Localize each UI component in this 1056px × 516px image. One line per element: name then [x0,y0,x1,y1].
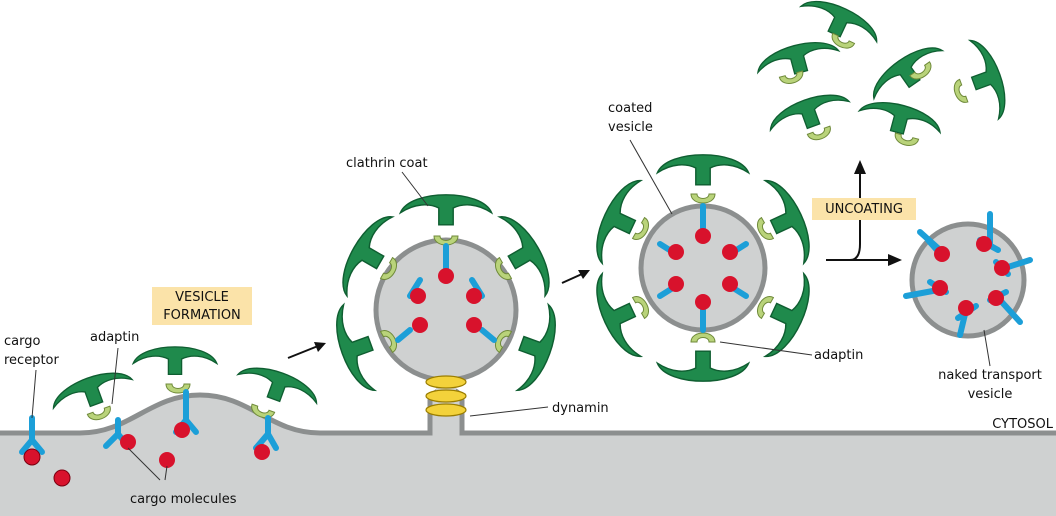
cargo-molecule [668,276,684,292]
label-cytosol: CYTOSOL [992,417,1053,432]
cargo-molecule [466,317,482,333]
label-coated-vesicle-line1: coated [608,101,652,116]
cargo-molecule [466,288,482,304]
cargo-molecule [722,276,738,292]
coated-vesicle [585,154,821,382]
budding-vesicle [326,194,566,400]
cargo-molecule [958,300,974,316]
cargo-molecule [994,260,1010,276]
cargo-molecule [254,444,270,460]
label-cargo-receptor-line2: receptor [4,353,60,368]
label-vesicle-formation-line2: FORMATION [163,308,241,323]
cargo-molecule [412,317,428,333]
label-cargo-molecules: cargo molecules [130,492,237,507]
vesicle-formation-box [152,287,252,325]
cargo-molecule [159,452,175,468]
label-vesicle-formation-line1: VESICLE [175,290,229,305]
released-clathrin-adaptin [752,0,1015,149]
dynamin-ring [425,375,467,417]
label-dynamin: dynamin [552,401,609,416]
cargo-molecule [174,422,190,438]
cargo-molecule [120,434,136,450]
cargo-molecule [976,236,992,252]
cargo-molecule [988,290,1004,306]
cargo-molecule [934,246,950,262]
leader-lines [31,139,991,481]
cargo-molecule [668,244,684,260]
naked-transport-vesicle [903,211,1033,339]
label-uncoating: UNCOATING [825,202,903,217]
label-adaptin-right: adaptin [814,348,863,363]
label-clathrin-coat: clathrin coat [346,156,428,171]
cargo-molecule [695,294,711,310]
process-arrows [287,160,902,359]
forming-coat [47,346,323,468]
label-coated-vesicle-line2: vesicle [608,120,653,135]
cargo-molecule [23,448,41,466]
cargo-molecule [932,280,948,296]
label-cargo-receptor-line1: cargo [4,334,40,349]
cargo-molecule [410,288,426,304]
uncoating-box [812,198,916,220]
label-naked-transport-vesicle-line2: vesicle [968,387,1013,402]
cargo-molecule [695,228,711,244]
cargo-receptor-free [19,415,71,487]
label-adaptin-left: adaptin [90,330,139,345]
label-naked-transport-vesicle-line1: naked transport [938,368,1042,383]
cargo-molecule [53,469,71,487]
cargo-molecule [438,268,454,284]
cargo-molecule [722,244,738,260]
